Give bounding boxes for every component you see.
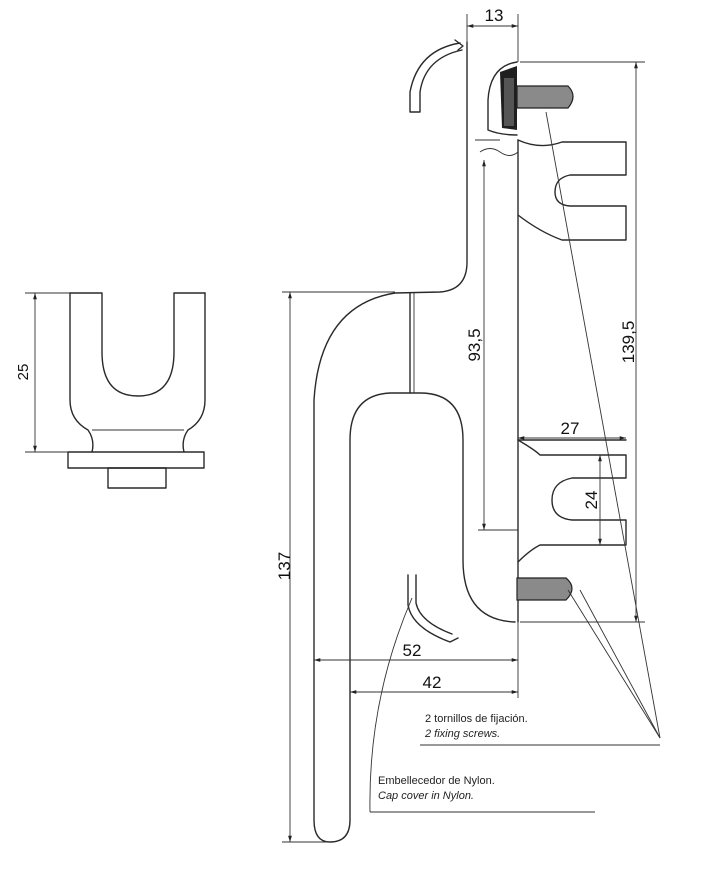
screws-note-en: 2 fixing screws. [425,728,501,740]
dim-13-label: 13 [485,6,504,25]
dim-139-5-label: 139,5 [619,321,638,364]
dim-139-5: 139,5 [520,61,645,623]
exploded-cap-bottom [407,574,459,643]
side-view-fork [67,292,206,489]
dim-137-label: 137 [275,552,294,580]
dim-42-label: 42 [423,673,442,692]
dim-27: 27 [518,419,626,440]
screws-note-es: 2 tornillos de fijación. [425,713,528,725]
side-view-dimension: 25 [15,292,70,453]
dim-13: 13 [466,6,519,62]
dim-27-label: 27 [561,419,580,438]
dim-52-label: 52 [403,641,422,660]
handle-body [313,41,519,843]
cap-leaders [369,597,595,813]
base-plate [517,139,627,563]
top-fixing-detail [475,61,574,156]
cap-note-en: Cap cover in Nylon. [378,790,474,802]
cap-note: Embellecedor de Nylon. Cap cover in Nylo… [378,774,495,804]
dim-137: 137 [275,291,395,843]
dim-93-5-label: 93,5 [465,328,484,361]
screws-note: 2 tornillos de fijación. 2 fixing screws… [425,712,528,742]
dim-42: 42 [350,622,519,698]
dim-side-label: 25 [15,364,32,381]
dim-24: 24 [582,455,602,545]
dim-93-5: 93,5 [465,160,518,531]
bottom-screw [516,577,573,601]
dim-52: 52 [314,641,518,662]
cap-note-es: Embellecedor de Nylon. [378,775,495,787]
screw-leaders [420,111,661,746]
exploded-cap-top [409,39,464,113]
dim-24-label: 24 [582,491,601,510]
